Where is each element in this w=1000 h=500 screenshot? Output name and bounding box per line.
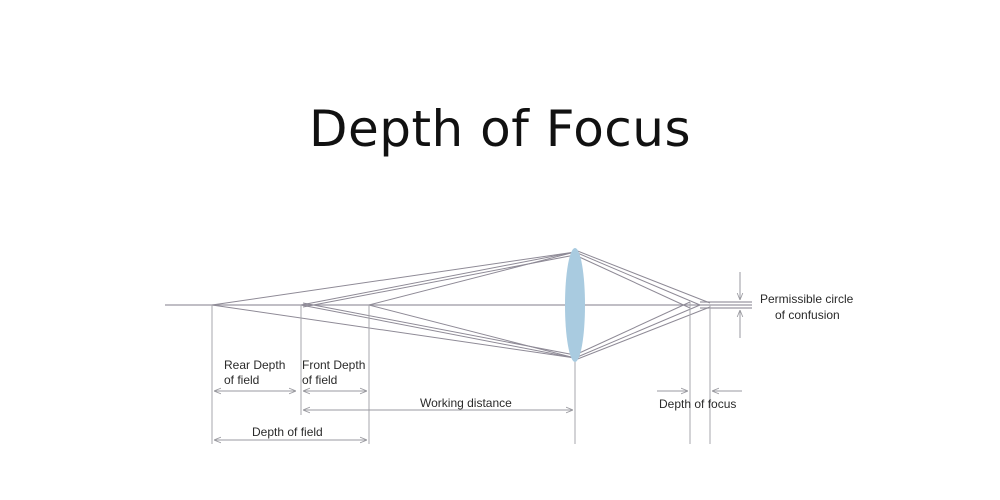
rear-depth-label-line2: of field <box>224 373 259 387</box>
object-side-rays <box>211 251 576 359</box>
depth-of-focus-label: Depth of focus <box>659 397 736 411</box>
coc-label-line1: Permissible circle <box>760 292 854 306</box>
front-depth-label-line2: of field <box>302 373 337 387</box>
coc-label-line2: of confusion <box>775 308 840 322</box>
working-distance-label: Working distance <box>420 396 512 410</box>
rear-depth-label-line1: Rear Depth <box>224 358 285 372</box>
image-side-rays <box>574 249 711 361</box>
page-title: Depth of Focus <box>308 100 692 158</box>
lens <box>565 248 585 362</box>
depth-of-field-label: Depth of field <box>252 425 323 439</box>
front-depth-label-line1: Front Depth <box>302 358 365 372</box>
